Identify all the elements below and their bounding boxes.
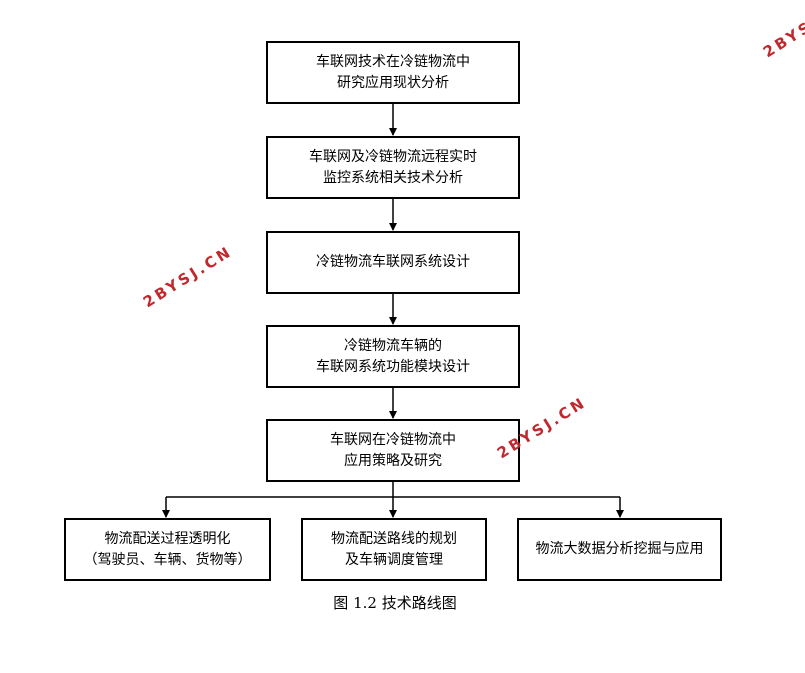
step-status-analysis: 车联网技术在冷链物流中 研究应用现状分析 <box>266 41 520 104</box>
step-label-line: 冷链物流车辆的 <box>344 337 442 354</box>
branch-big-data: 物流大数据分析挖掘与应用 <box>517 518 722 581</box>
step-label-line: 车联网及冷链物流远程实时 <box>309 148 477 165</box>
branch-route-planning: 物流配送路线的规划 及车辆调度管理 <box>301 518 487 581</box>
step-strategy-research: 车联网在冷链物流中 应用策略及研究 <box>266 419 520 482</box>
branch-label-line: 物流配送过程透明化 <box>104 530 231 547</box>
branch-transparency: 物流配送过程透明化 （驾驶员、车辆、货物等） <box>64 518 271 581</box>
step-technology-analysis: 车联网及冷链物流远程实时 监控系统相关技术分析 <box>266 136 520 199</box>
figure-caption: 图 1.2 技术路线图 <box>333 594 457 612</box>
step-module-design: 冷链物流车辆的 车联网系统功能模块设计 <box>266 325 520 388</box>
step-label-line: 冷链物流车联网系统设计 <box>316 254 470 270</box>
step-label-line: 研究应用现状分析 <box>337 74 449 91</box>
branch-label-line: 物流大数据分析挖掘与应用 <box>535 541 704 557</box>
branch-label-line: 物流配送路线的规划 <box>331 530 457 547</box>
step-label-line: 监控系统相关技术分析 <box>323 169 463 186</box>
branch-label-line: 及车辆调度管理 <box>345 551 443 568</box>
step-system-design: 冷链物流车联网系统设计 <box>266 231 520 294</box>
step-label-line: 车联网在冷链物流中 <box>330 431 456 448</box>
step-label-line: 应用策略及研究 <box>344 452 442 469</box>
branch-label-line: （驾驶员、车辆、货物等） <box>83 551 252 568</box>
step-label-line: 车联网技术在冷链物流中 <box>316 53 470 70</box>
step-label-line: 车联网系统功能模块设计 <box>316 358 470 375</box>
